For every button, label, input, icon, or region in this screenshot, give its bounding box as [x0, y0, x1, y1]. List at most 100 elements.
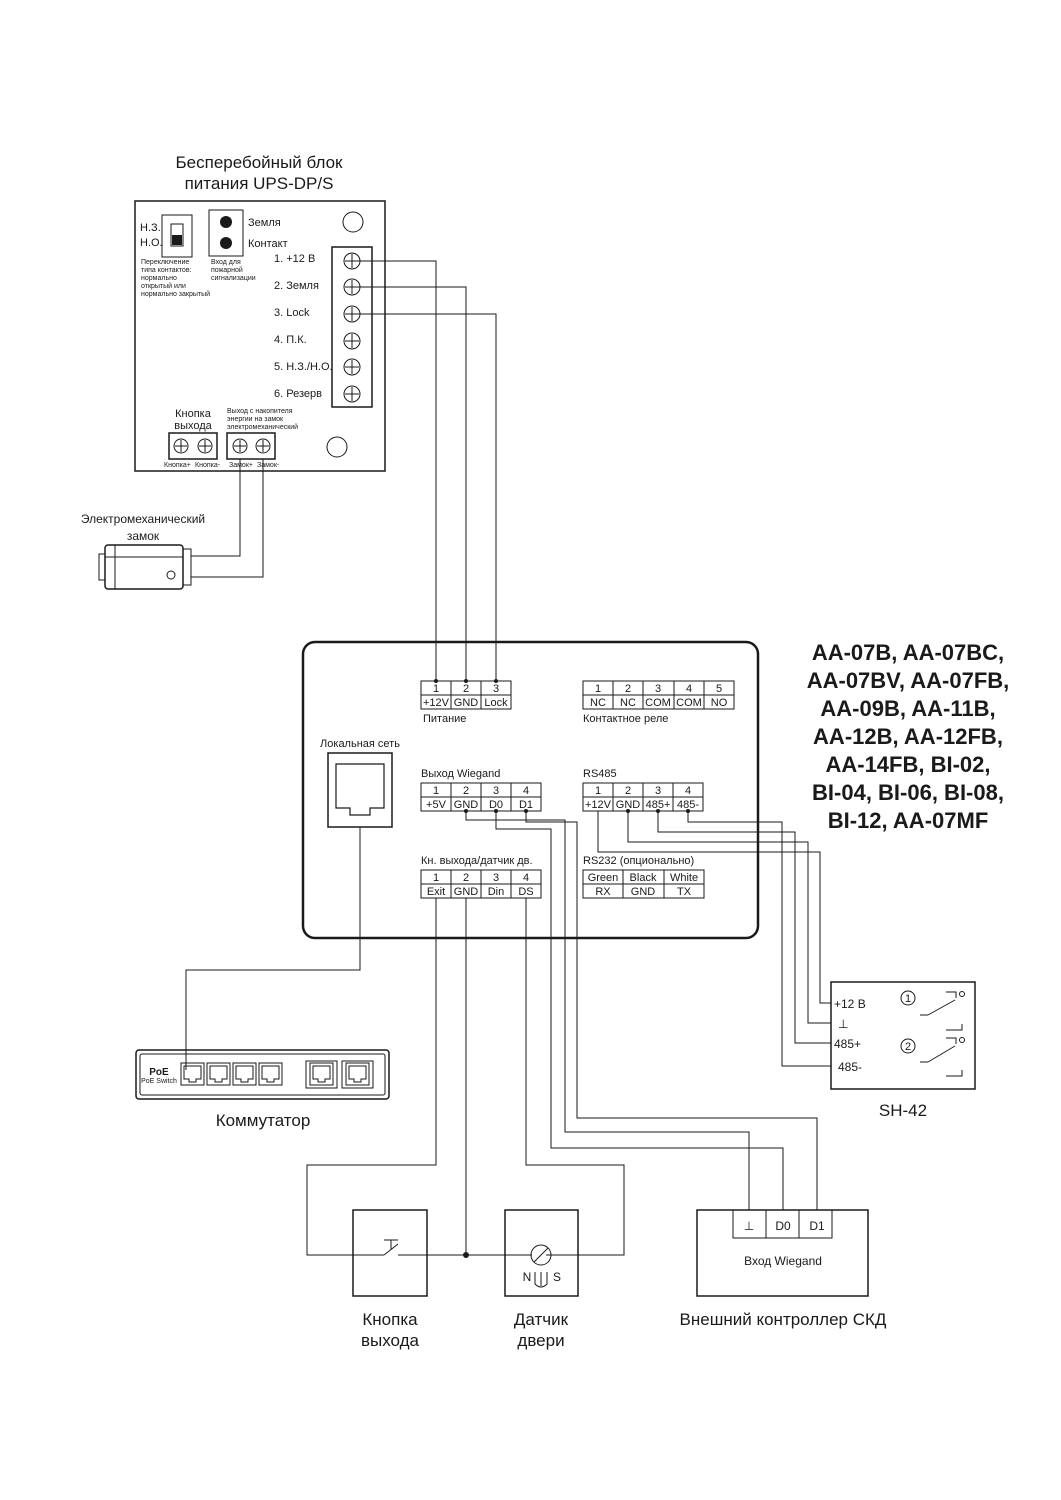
lock-keyhole — [166, 570, 176, 580]
model-list: AA-07B, AA-07BC, AA-07BV, AA-07FB, AA-09… — [807, 640, 1010, 833]
rs232-color-2: Black — [630, 872, 657, 884]
sh42-relay-1-num: 1 — [905, 993, 911, 1005]
wiegand-pin-3: D0 — [489, 799, 503, 811]
rs232-pin-1: RX — [595, 886, 611, 898]
panel-body — [301, 640, 760, 940]
rs232-title: RS232 (опционально) — [583, 855, 694, 867]
ups-switch-nc: Н.З. — [140, 222, 161, 234]
lock-body — [104, 544, 184, 590]
power-num-2: 2 — [463, 683, 469, 695]
ups-fire-input — [208, 209, 244, 257]
ups-term-1: 1. +12 В — [274, 253, 315, 265]
magnet-s: S — [553, 1270, 561, 1284]
ups-fire-desc-1: Вход для — [211, 259, 241, 266]
wire-door-ds — [525, 898, 625, 1256]
rs485-pin-2: GND — [616, 799, 641, 811]
wiegand-title: Выход Wiegand — [421, 768, 500, 780]
relay-pin-1: NC — [590, 697, 606, 709]
controller-pin-d1: D1 — [809, 1219, 825, 1233]
exit-button-label-2: выхода — [361, 1331, 420, 1350]
lock-label-2: замок — [127, 529, 160, 543]
screw-exit-minus — [197, 438, 213, 454]
screw-5 — [343, 358, 361, 376]
power-connector: 1 2 3 +12V GND Lock Питание — [420, 680, 512, 725]
wire-lock-plus — [191, 459, 241, 557]
electromechanical-lock: Электромеханический замок — [81, 512, 205, 590]
lan-label: Локальная сеть — [320, 738, 400, 750]
sh42-relay-1-badge — [900, 990, 916, 1006]
ups-terminal-block — [331, 246, 373, 408]
screw-lock-plus — [232, 438, 248, 454]
switch-ports — [180, 1060, 374, 1089]
power-pin-3: Lock — [484, 697, 508, 709]
ups-bt-4: Замок- — [257, 462, 280, 469]
exit-pin-4: DS — [518, 886, 533, 898]
rs485-pin-1: +12V — [585, 799, 612, 811]
ups-switch-desc-2: типа контактов: — [141, 267, 192, 274]
model-line-6: BI-04, BI-06, BI-08, — [812, 780, 1004, 805]
controller-input-label: Вход Wiegand — [744, 1254, 822, 1268]
sh42-module: +12 В ⊥ 485+ 485- 1 2 SH-42 — [830, 981, 976, 1120]
ups-term-2: 2. Земля — [274, 280, 319, 292]
ups-switch-desc-1: Переключение — [141, 259, 189, 266]
sh42-relay-2-badge — [900, 1038, 916, 1054]
wire-exit — [306, 898, 437, 1256]
exit-connector: Кн. выхода/датчик дв. 1 2 3 4 Exit GND D… — [420, 855, 542, 899]
ups-fire-desc-3: сигнализации — [211, 275, 256, 282]
rs232-color-3: White — [670, 872, 698, 884]
relay-connector: 1 2 3 4 5 NC NC COM COM NO Контактное ре… — [582, 680, 735, 725]
ups-term-4: 4. П.К. — [274, 334, 307, 346]
model-line-3: AA-09B, AA-11B, — [820, 696, 995, 721]
model-line-2: AA-07BV, AA-07FB, — [807, 668, 1010, 693]
sh42-label: SH-42 — [879, 1101, 927, 1120]
wire-lock-minus — [191, 459, 264, 578]
wire-rs485-gnd — [627, 811, 831, 1024]
ups-term-5: 5. Н.З./Н.О. — [274, 361, 333, 373]
exit-pin-2: GND — [454, 886, 479, 898]
ups-exit-label-2: выхода — [174, 420, 212, 432]
rs232-pin-2: GND — [631, 886, 656, 898]
rs232-color-1: Green — [588, 872, 619, 884]
wire-gnd — [352, 286, 467, 681]
ups-ground-jack — [220, 216, 232, 228]
exit-title: Кн. выхода/датчик дв. — [421, 855, 533, 867]
wire-12v — [352, 260, 437, 681]
model-line-5: AA-14FB, BI-02, — [825, 752, 990, 777]
screw-lock-minus — [255, 438, 271, 454]
controller-label: Внешний контроллер СКД — [680, 1310, 887, 1329]
relay-pin-4: COM — [676, 697, 702, 709]
lock-bolt — [98, 553, 106, 581]
ups-fire-desc-2: пожарной — [211, 266, 243, 274]
ups-lock-terminal — [226, 432, 276, 460]
exit-num-2: 2 — [463, 872, 469, 884]
relay-num-4: 4 — [686, 683, 692, 695]
ups-switch — [161, 214, 193, 258]
rs485-num-4: 4 — [685, 785, 691, 797]
ups-exit-terminal — [168, 432, 218, 460]
magnet-icon — [534, 1272, 548, 1288]
magnet-n: N — [523, 1270, 532, 1284]
sh42-pin-4: 485- — [838, 1060, 862, 1074]
exit-num-3: 3 — [493, 872, 499, 884]
sh42-body — [830, 981, 976, 1090]
ups-bt-1: Кнопка+ — [164, 462, 191, 469]
ups-lock-desc-3: электромеханический — [227, 423, 298, 431]
wiegand-pin-1: +5V — [426, 799, 447, 811]
ups-switch-desc-5: нормально закрытый — [141, 290, 210, 298]
switch-port-2 — [206, 1062, 231, 1086]
ups-block: Бесперебойный блок питания UPS-DP/S Н.З.… — [134, 153, 386, 472]
relay-label: Контактное реле — [583, 713, 668, 725]
exit-button-body — [352, 1209, 428, 1297]
model-line-1: AA-07B, AA-07BC, — [812, 640, 1004, 665]
rs485-pin-3: 485+ — [646, 799, 671, 811]
sh42-relay-2-contact — [920, 1037, 965, 1077]
switch-poe-sub: PoE Switch — [141, 1078, 177, 1085]
relay-num-2: 2 — [625, 683, 631, 695]
door-sensor-body — [504, 1209, 579, 1297]
ups-terminal-screws — [343, 252, 361, 403]
sh42-relay-1-contact — [920, 991, 965, 1031]
wire-lock — [352, 313, 497, 681]
exit-num-4: 4 — [523, 872, 529, 884]
switch-port-1 — [180, 1062, 205, 1086]
exit-pin-1: Exit — [427, 886, 445, 898]
